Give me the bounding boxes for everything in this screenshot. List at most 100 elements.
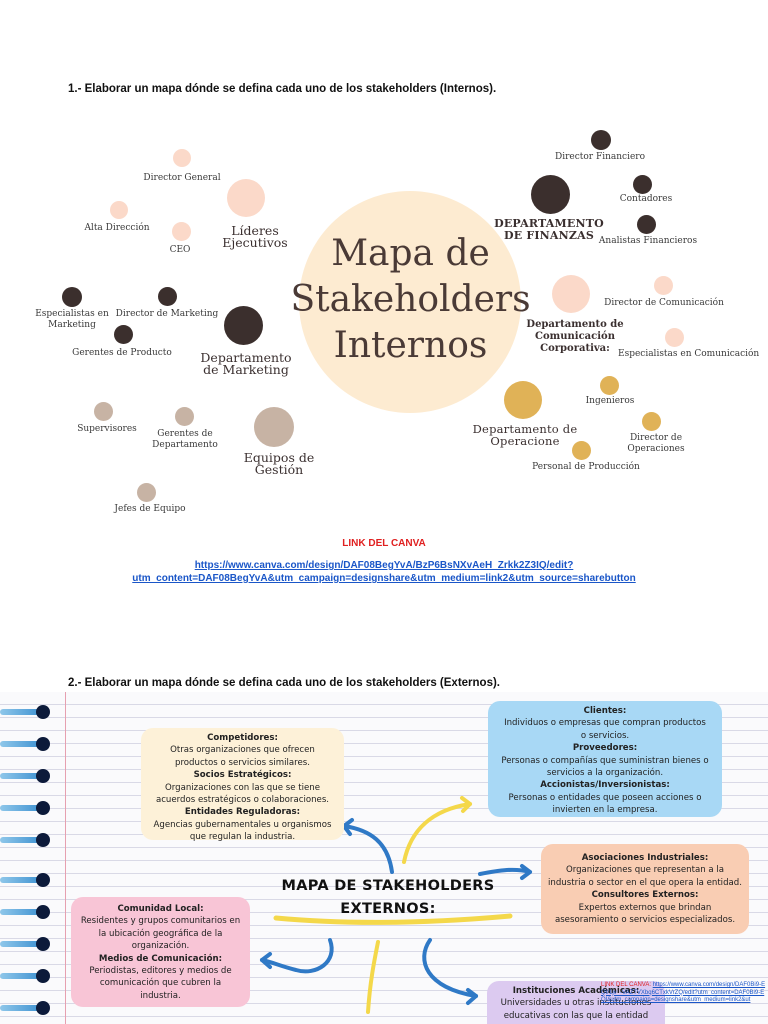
group-lideres-line: Ejecutivos bbox=[222, 235, 288, 250]
box-text: Otras organizaciones que ofrecen bbox=[170, 745, 315, 756]
box-heading: Comunidad Local: bbox=[117, 904, 204, 914]
node-contadores bbox=[633, 175, 652, 194]
notebook-ring bbox=[0, 1001, 52, 1015]
label-gerentes-producto: Gerentes de Producto bbox=[72, 348, 172, 358]
canva-link-label: LINK DEL CANVA bbox=[342, 538, 426, 549]
node-director-marketing bbox=[158, 287, 177, 306]
box-heading: Consultores Externos: bbox=[591, 890, 699, 901]
box-text: educativas con las que la entidad bbox=[503, 1010, 649, 1021]
arrow-down bbox=[366, 940, 380, 1014]
group-finanzas-line: DE FINANZAS bbox=[503, 229, 595, 242]
label-director-comunicacion: Director de Comunicación bbox=[604, 298, 724, 308]
box-text: o servicios. bbox=[580, 730, 630, 741]
node-jefes-equipo bbox=[137, 483, 156, 502]
map2-title: MAPA DE STAKEHOLDERS EXTERNOS: bbox=[270, 875, 506, 921]
label-supervisores: Supervisores bbox=[77, 424, 137, 434]
canva-link[interactable]: https://www.canva.com/design/DAF08BegYvA… bbox=[0, 559, 768, 585]
map1-title-line: Stakeholders bbox=[290, 279, 531, 320]
arrow-to-comunidad bbox=[260, 938, 334, 974]
map2-title-line: EXTERNOS: bbox=[340, 901, 436, 917]
arrow-head bbox=[460, 796, 472, 813]
box-asociaciones: Asociaciones Industriales: Organizacione… bbox=[541, 844, 749, 934]
group-gestion: Equipos de Gestión bbox=[234, 450, 324, 477]
label-director-operaciones: Director de Operaciones bbox=[616, 433, 696, 455]
label-personal-produccion: Personal de Producción bbox=[532, 462, 640, 472]
notebook-ring bbox=[0, 833, 52, 847]
node-gerentes-producto bbox=[114, 325, 133, 344]
box-text: Personas o compañías que suministran bie… bbox=[501, 755, 709, 766]
node-director-financiero bbox=[591, 130, 611, 150]
group-lideres-line: Líderes bbox=[231, 223, 279, 238]
arrow-head bbox=[520, 864, 532, 880]
label-director-marketing: Director de Marketing bbox=[115, 309, 219, 319]
node-lideres bbox=[227, 179, 265, 217]
box-text: comunicación que cubren la bbox=[99, 978, 222, 989]
node-supervisores bbox=[94, 402, 113, 421]
node-operaciones bbox=[504, 381, 542, 419]
box-text: Individuos o empresas que compran produc… bbox=[504, 718, 706, 729]
label-especialistas-marketing-line: Especialistas en bbox=[35, 309, 109, 319]
box-clientes: Clientes: Individuos o empresas que comp… bbox=[488, 701, 722, 817]
node-comunicacion bbox=[552, 275, 590, 313]
label-contadores: Contadores bbox=[619, 194, 673, 204]
internal-stakeholders-map: Mapa de Stakeholders Internos Líderes Ej… bbox=[28, 103, 768, 533]
node-gestion bbox=[254, 407, 294, 447]
group-gestion-line: Equipos de bbox=[243, 450, 315, 465]
label-director-general: Director General bbox=[143, 173, 221, 183]
notebook-ring bbox=[0, 937, 52, 951]
node-alta-direccion bbox=[110, 201, 128, 219]
arrow-to-competidores bbox=[342, 824, 394, 874]
box-text: Personas o entidades que poseen acciones… bbox=[508, 792, 702, 803]
box-heading: Medios de Comunicación: bbox=[98, 953, 223, 964]
box-heading: Instituciones Académicas: bbox=[512, 986, 640, 996]
group-marketing-line: Departamento bbox=[200, 350, 292, 365]
group-finanzas-line: DEPARTAMENTO bbox=[494, 217, 604, 230]
group-comunicacion: Departamento de Comunicación Corporativa… bbox=[525, 319, 625, 355]
label-alta-direccion: Alta Dirección bbox=[84, 223, 150, 233]
group-gestion-line: Gestión bbox=[254, 462, 304, 477]
center-circle bbox=[299, 191, 521, 413]
box-heading: Socios Estratégicos: bbox=[193, 770, 292, 781]
node-director-operaciones bbox=[642, 412, 661, 431]
box-text: la ubicación geográfica de la bbox=[98, 928, 223, 939]
node-finanzas bbox=[531, 175, 570, 214]
canva-link-line[interactable]: utm_content=DAF08BegYvA&utm_campaign=des… bbox=[132, 573, 636, 584]
box-text: Periodistas, editores y medios de bbox=[89, 966, 232, 977]
canva-link-line[interactable]: https://www.canva.com/design/DAF08BegYvA… bbox=[194, 560, 574, 571]
node-analistas-financieros bbox=[637, 215, 656, 234]
box-heading: Proveedores: bbox=[572, 743, 638, 754]
label-analistas-financieros: Analistas Financieros bbox=[598, 236, 698, 246]
node-gerentes-departamento bbox=[175, 407, 194, 426]
node-ingenieros bbox=[600, 376, 619, 395]
box-text: servicios a la organización. bbox=[546, 768, 664, 779]
box-text: Organizaciones que representan a la bbox=[565, 865, 725, 876]
box-heading: Accionistas/Inversionistas: bbox=[540, 780, 670, 791]
notebook-ring bbox=[0, 737, 52, 751]
group-operaciones-line: Operacione bbox=[490, 434, 560, 448]
box-competidores: Competidores: Otras organizaciones que o… bbox=[141, 728, 344, 843]
arrow-head bbox=[342, 818, 354, 836]
box-heading: Competidores: bbox=[207, 733, 278, 743]
node-director-comunicacion bbox=[654, 276, 673, 295]
overlay-canva-link[interactable]: LINK DEL CANVA: https://www.canva.com/de… bbox=[601, 982, 766, 1005]
label-jefes-equipo: Jefes de Equipo bbox=[114, 504, 186, 514]
box-heading: Asociaciones Industriales: bbox=[581, 853, 709, 863]
box-text: industria. bbox=[140, 990, 181, 1001]
arrow-to-instituciones bbox=[422, 938, 478, 998]
overlay-link-url[interactable]: https://www.canva.com/design/DAF0Bi9-EQI… bbox=[601, 982, 766, 1003]
map2-arrows bbox=[260, 796, 532, 1014]
box-text: que regulan la industria. bbox=[189, 832, 296, 843]
box-text: asesoramiento o servicios especializados… bbox=[554, 915, 736, 926]
overlay-link-label: LINK DEL CANVA: bbox=[601, 982, 652, 988]
node-especialistas-comunicacion bbox=[665, 328, 684, 347]
group-marketing: Departamento de Marketing bbox=[196, 350, 296, 376]
node-especialistas-marketing bbox=[62, 287, 82, 307]
arrow-to-clientes bbox=[402, 802, 472, 864]
notebook-margin bbox=[65, 692, 66, 1024]
group-operaciones: Departamento de Operacione bbox=[470, 423, 580, 447]
notebook-ring bbox=[0, 801, 52, 815]
label-especialistas-marketing: Especialistas en Marketing bbox=[32, 309, 112, 331]
map2-title-line: MAPA DE STAKEHOLDERS bbox=[281, 878, 495, 894]
box-text: Universidades u otras instituciones bbox=[500, 998, 652, 1009]
group-comunicacion-line: Departamento de bbox=[526, 319, 624, 330]
